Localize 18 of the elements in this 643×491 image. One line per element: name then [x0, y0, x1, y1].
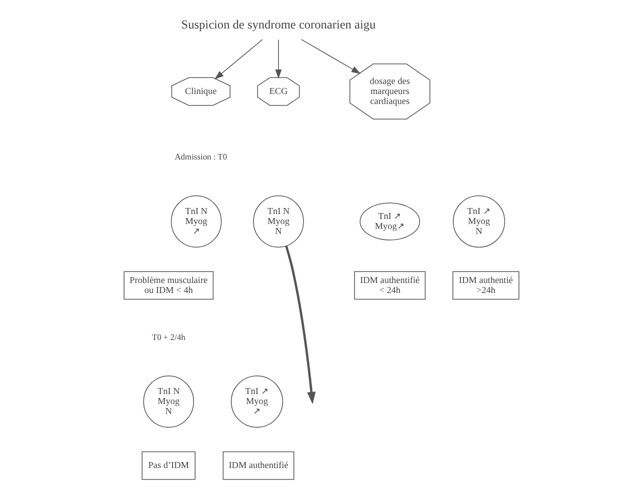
- node-circle: TnI N Myog N: [253, 195, 304, 248]
- arrow: [285, 246, 316, 404]
- node-box: Problème musculaire ou IDM < 4h: [124, 271, 214, 300]
- node-box: IDM authentifié: [222, 451, 294, 480]
- node-text: Suspicion de syndrome coronarien aigu: [181, 17, 376, 32]
- node-circle: TnI N Myog ↗: [170, 195, 222, 248]
- arrow: [275, 39, 282, 79]
- node-box: IDM authentifié < 24h: [354, 271, 426, 300]
- node-circle: TnI ↗ Myog N: [452, 195, 506, 248]
- arrow: [214, 39, 263, 80]
- node-circle: TnI ↗ Myog ↗: [230, 376, 284, 428]
- label: Admission : T0: [174, 152, 228, 162]
- label: T0 + 2/4h: [152, 332, 186, 342]
- arrow: [300, 39, 361, 74]
- node-box: IDM authentié >24h: [452, 271, 520, 300]
- node-circle: TnI N Myog N: [143, 376, 194, 428]
- node-box: Pas d’IDM: [142, 451, 196, 480]
- node-ellipse: TnI ↗ Myog↗: [360, 202, 420, 240]
